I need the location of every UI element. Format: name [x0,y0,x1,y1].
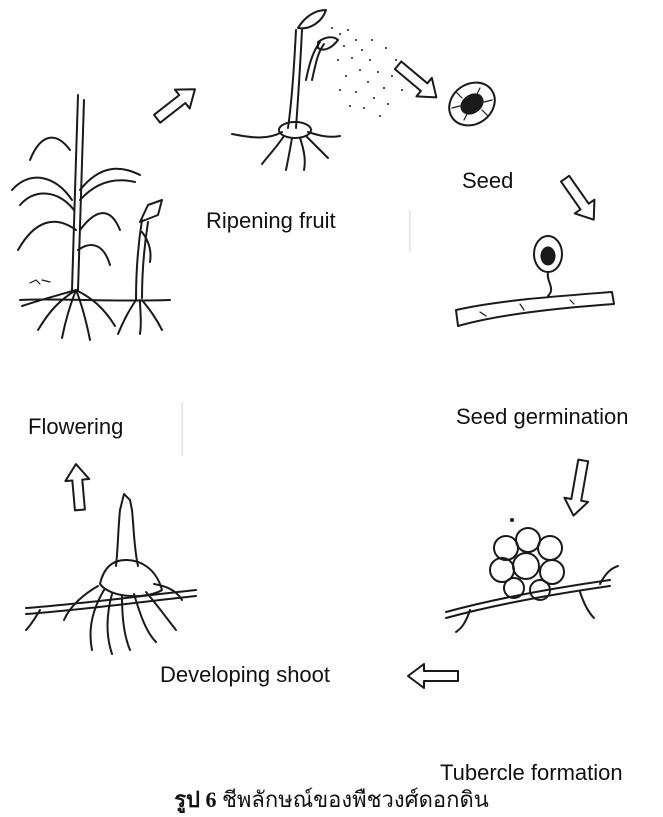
arrow-to-developing-shoot [408,664,458,688]
arrow-to-tubercle-formation [562,458,595,517]
arrow-to-ripening-fruit [150,80,203,128]
arrow-to-seed [390,56,444,107]
arrow-to-flowering [64,463,92,511]
caption-figure-word: รูป [174,787,200,812]
label-ripening-fruit: Ripening fruit [206,208,336,234]
ripening-fruit-illustration [232,10,403,170]
tubercle-formation-illustration [446,519,618,633]
seed-illustration [441,74,503,134]
label-developing-shoot: Developing shoot [160,662,330,688]
caption-text: ชีพลักษณ์ของพืชวงศ์ดอกดิน [222,787,489,812]
label-seed-germination: Seed germination [456,404,628,430]
label-seed: Seed [462,168,513,194]
arrow-to-seed-germination [555,172,603,227]
caption-figure-number: 6 [205,787,216,812]
seed-germination-illustration [456,236,614,326]
label-flowering: Flowering [28,414,123,440]
developing-shoot-illustration [26,494,196,654]
flowering-plant-illustration [12,95,170,340]
figure-caption: รูป 6 ชีพลักษณ์ของพืชวงศ์ดอกดิน [0,782,663,817]
seed-dispersal-dots [331,27,403,117]
